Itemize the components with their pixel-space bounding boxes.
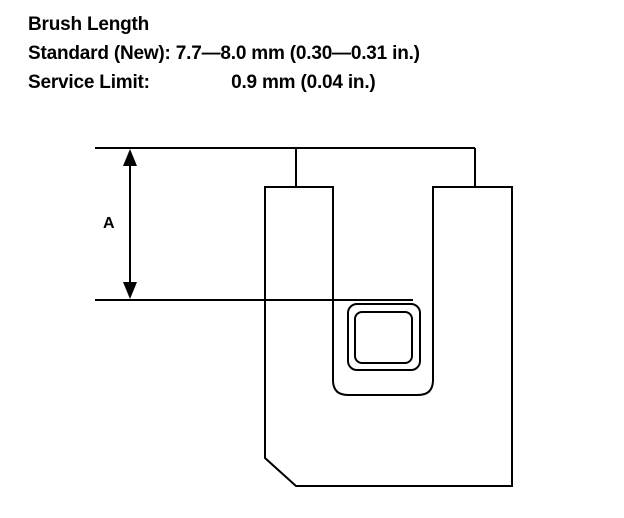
brush-holder-body (264, 186, 513, 487)
standard-label: Standard (New): (28, 43, 171, 64)
standard-row: Standard (New): 7.7—8.0 mm (0.30—0.31 in… (28, 39, 420, 68)
service-limit-value: 0.9 mm (0.04 in.) (231, 72, 376, 93)
service-limit-row: Service Limit: 0.9 mm (0.04 in.) (28, 68, 420, 97)
brush-length-spec: Brush Length Standard (New): 7.7—8.0 mm … (28, 10, 420, 97)
dimension-arrow (123, 149, 137, 299)
standard-value: 7.7—8.0 mm (0.30—0.31 in.) (175, 43, 420, 64)
carbon-brush-face (354, 311, 413, 364)
dimension-label-a: A (103, 215, 115, 232)
service-limit-label: Service Limit: (28, 72, 150, 93)
arrow-head-up (123, 149, 137, 166)
arrow-head-down (123, 282, 137, 299)
spec-title: Brush Length (28, 14, 150, 35)
carbon-brush (347, 303, 421, 371)
